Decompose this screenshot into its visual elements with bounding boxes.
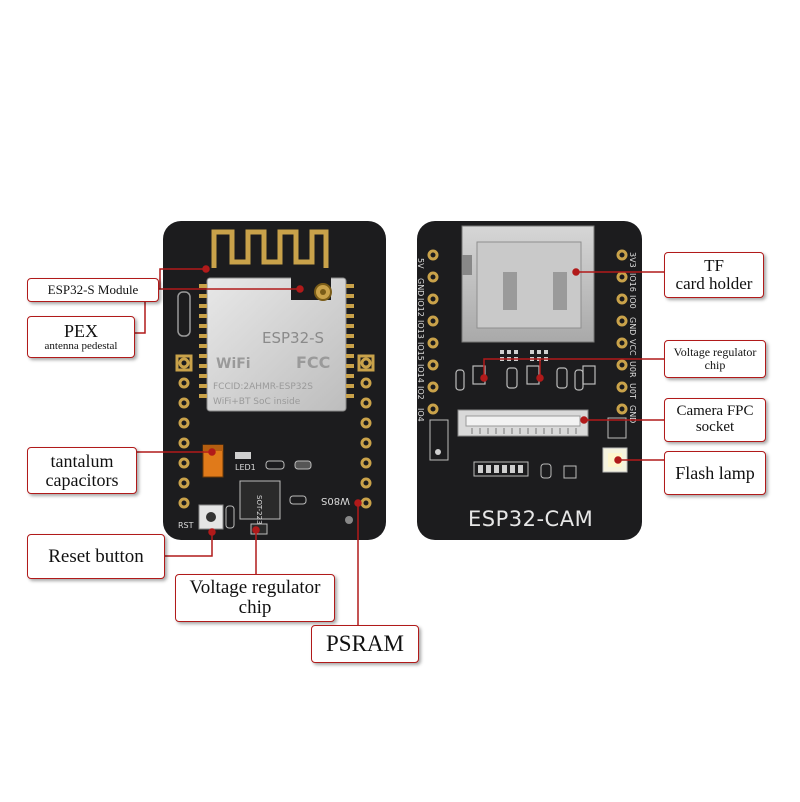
pin-label-left-1: GND xyxy=(416,278,425,296)
label-esp32-module-text: ESP32-S Module xyxy=(47,282,139,298)
pin-label-right-6: U0T xyxy=(628,383,637,399)
pin-label-right-2: IO0 xyxy=(628,295,637,309)
right-board-right-pins xyxy=(616,249,628,415)
pin-label-right-1: IO16 xyxy=(628,273,637,292)
label-vreg-right: Voltage regulator chip xyxy=(664,340,766,378)
leader-lines xyxy=(135,265,664,625)
wifi-mark: WiFi xyxy=(216,356,251,372)
label-tf-line1: TF xyxy=(704,256,724,276)
label-vreg-left-line2: chip xyxy=(238,597,272,618)
led-label: LED1 xyxy=(235,463,256,472)
label-vreg-left: Voltage regulator chip xyxy=(175,574,335,622)
module-name-text: ESP32-S xyxy=(262,329,324,347)
label-reset-button-text: Reset button xyxy=(48,545,144,567)
label-camera-fpc-line2: socket xyxy=(695,419,735,435)
label-tantalum: tantalum capacitors xyxy=(27,447,137,494)
label-flash-lamp-text: Flash lamp xyxy=(675,462,755,483)
label-tf-line2: card holder xyxy=(675,274,753,293)
label-esp32-module: ESP32-S Module xyxy=(27,278,159,302)
label-psram: PSRAM xyxy=(311,625,419,663)
fcc-id-text: FCCID:2AHMR-ESP32S xyxy=(213,382,313,392)
pin-label-right-5: U0R xyxy=(628,361,637,378)
label-flash-lamp: Flash lamp xyxy=(664,451,766,495)
right-header-pins xyxy=(360,357,372,509)
left-header-pins xyxy=(178,357,190,509)
right-board-left-pins xyxy=(427,249,439,415)
label-tantalum-line2: capacitors xyxy=(45,469,119,490)
soc-text: WiFi+BT SoC inside xyxy=(213,397,301,407)
psram-label: W80S xyxy=(321,495,350,506)
pin-label-right-0: 3V3 xyxy=(628,252,637,268)
label-pex-line2: antenna pedestal xyxy=(44,339,118,352)
brand-text: ESP32-CAM xyxy=(468,507,593,531)
pin-label-right-7: GND xyxy=(628,405,637,423)
label-pex: PEX antenna pedestal xyxy=(27,316,135,358)
antenna-trace xyxy=(211,229,329,268)
pin-label-left-4: IO15 xyxy=(416,342,425,361)
pin-label-left-0: 5V xyxy=(416,258,425,269)
pin-label-left-7: IO4 xyxy=(416,408,425,422)
pin-label-left-6: IO2 xyxy=(416,386,425,400)
pin-label-left-2: IO12 xyxy=(416,298,425,317)
label-tantalum-line1: tantalum xyxy=(50,450,114,471)
fcc-mark: FCC xyxy=(296,353,330,372)
left-board: ESP32-S WiFi FCC FCCID:2AHMR-ESP32S WiFi… xyxy=(163,221,386,540)
rst-label: RST xyxy=(178,521,194,530)
label-tf-card: TF card holder xyxy=(664,252,764,298)
pin-label-right-4: VCC xyxy=(628,339,637,356)
label-pex-line1: PEX xyxy=(63,320,98,341)
pin-label-left-5: IO14 xyxy=(416,364,425,383)
pin-label-right-3: GND xyxy=(628,317,637,335)
label-camera-fpc: Camera FPC socket xyxy=(664,398,766,442)
regulator-part xyxy=(239,480,281,520)
label-reset-button: Reset button xyxy=(27,534,165,579)
sot223-label: SOT-223 xyxy=(255,495,263,524)
label-vreg-right-line2: chip xyxy=(704,358,726,372)
label-camera-fpc-line1: Camera FPC xyxy=(676,403,754,420)
label-vreg-left-line1: Voltage regulator xyxy=(189,577,321,599)
label-vreg-right-line1: Voltage regulator xyxy=(673,345,757,360)
label-psram-text: PSRAM xyxy=(326,630,404,656)
right-board: 5V GND IO12 IO13 IO15 IO14 IO2 IO4 3V3 I… xyxy=(416,221,642,540)
pin-label-left-3: IO13 xyxy=(416,320,425,339)
